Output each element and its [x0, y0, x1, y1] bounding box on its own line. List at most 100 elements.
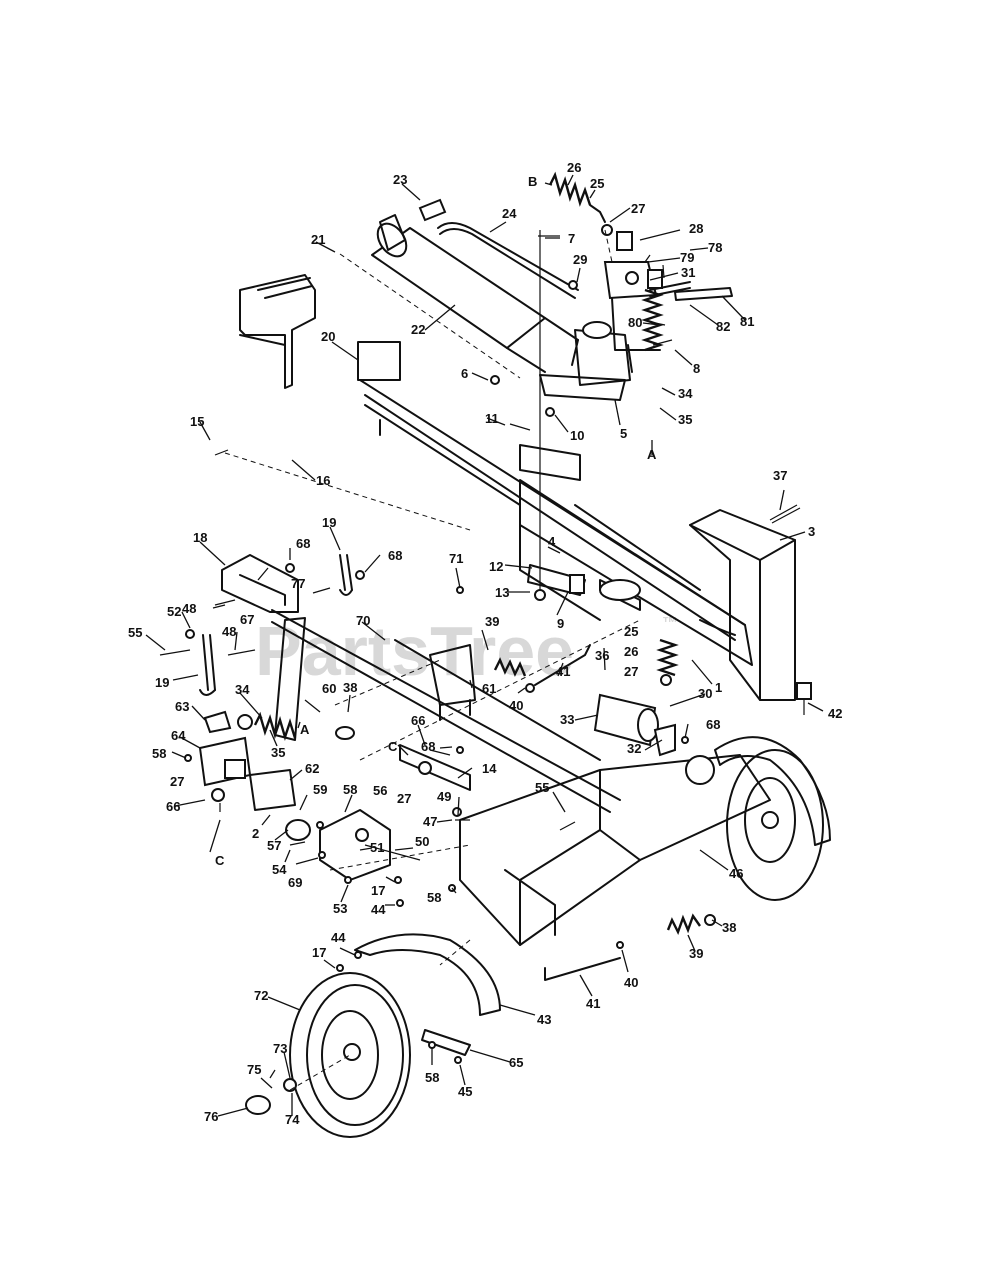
beam-slide-pin	[769, 504, 801, 524]
callout-17-b: 17	[312, 945, 326, 960]
callout-36: 36	[595, 648, 609, 663]
callout-80: 80	[628, 315, 642, 330]
callout-B: B	[528, 174, 537, 189]
callout-C-1: C	[215, 853, 225, 868]
lock-pin-rod-rear	[544, 957, 621, 981]
callout-77: 77	[291, 576, 305, 591]
callout-56: 56	[373, 783, 387, 798]
callout-62: 62	[305, 761, 319, 776]
callout-40-a: 40	[509, 698, 523, 713]
callout-63: 63	[175, 699, 189, 714]
callout-5: 5	[620, 426, 627, 441]
callout-53: 53	[333, 901, 347, 916]
callout-11: 11	[485, 411, 499, 426]
callout-81: 81	[740, 314, 754, 329]
wedge-guide-plate	[527, 564, 586, 596]
callout-41-a: 41	[556, 664, 570, 679]
callout-57: 57	[267, 838, 281, 853]
stand-bracket	[429, 644, 476, 721]
callout-59: 59	[313, 782, 327, 797]
tongue-hitch-bracket	[221, 554, 299, 613]
callout-16: 16	[316, 473, 330, 488]
handle-spring	[493, 657, 527, 677]
callout-22: 22	[411, 322, 425, 337]
callout-39-a: 39	[485, 614, 499, 629]
callout-68-a: 68	[296, 536, 310, 551]
callout-12: 12	[489, 559, 503, 574]
callout-54: 54	[272, 862, 287, 877]
callout-25-a: 25	[590, 176, 604, 191]
callout-70: 70	[356, 613, 370, 628]
callout-78: 78	[708, 240, 722, 255]
callout-50: 50	[415, 834, 429, 849]
callout-18: 18	[193, 530, 207, 545]
callout-34-a: 34	[678, 386, 693, 401]
callout-42: 42	[828, 706, 842, 721]
callout-27-a: 27	[631, 201, 645, 216]
callout-44-a: 44	[371, 902, 386, 917]
callout-3: 3	[808, 524, 815, 539]
callout-58-b: 58	[343, 782, 357, 797]
callout-46: 46	[729, 866, 743, 881]
callout-13: 13	[495, 585, 509, 600]
callout-35-b: 35	[271, 745, 285, 760]
callout-26-a: 26	[567, 160, 581, 175]
callout-27-d: 27	[397, 791, 411, 806]
callout-65: 65	[509, 1055, 523, 1070]
callout-33: 33	[560, 712, 574, 727]
callout-39-b: 39	[689, 946, 703, 961]
callout-6: 6	[461, 366, 468, 381]
callout-38-a: 38	[343, 680, 357, 695]
callout-4: 4	[548, 534, 556, 549]
callout-66-b: 66	[411, 713, 425, 728]
callout-19-a: 19	[322, 515, 336, 530]
callout-leader-lines	[145, 174, 824, 1117]
pressure-hose-a	[203, 710, 297, 742]
callout-10: 10	[570, 428, 584, 443]
safety-chain-right	[339, 554, 353, 596]
elbow-fitting	[601, 224, 633, 251]
callout-34-b: 34	[235, 682, 250, 697]
callout-51: 51	[370, 840, 384, 855]
callout-74: 74	[285, 1112, 300, 1127]
callout-55-a: 55	[128, 625, 142, 640]
callout-23: 23	[393, 172, 407, 187]
callout-58-a: 58	[152, 746, 166, 761]
callout-20: 20	[321, 329, 335, 344]
callout-17-a: 17	[371, 883, 385, 898]
callout-68-b: 68	[388, 548, 402, 563]
callout-47: 47	[423, 814, 437, 829]
fender-bracket	[421, 1029, 471, 1056]
main-beam	[519, 479, 753, 666]
assembly-guide-lines	[224, 229, 641, 1091]
callout-37: 37	[773, 468, 787, 483]
callout-48-a: 48	[182, 601, 196, 616]
pump-coupling	[285, 819, 311, 841]
pump-assembly	[198, 736, 252, 787]
left-wheel	[289, 972, 411, 1138]
callout-60: 60	[322, 681, 336, 696]
callout-76: 76	[204, 1109, 218, 1124]
hub-cap	[245, 1095, 271, 1115]
callout-55-b: 55	[535, 780, 549, 795]
pressure-hose-b	[548, 171, 606, 223]
callout-14: 14	[482, 761, 497, 776]
callout-40-b: 40	[624, 975, 638, 990]
axle-spring	[666, 913, 701, 936]
callout-52: 52	[167, 604, 181, 619]
callout-44-b: 44	[331, 930, 346, 945]
hydraulic-tube	[437, 222, 579, 299]
return-hose-a	[641, 269, 664, 352]
callout-19-b: 19	[155, 675, 169, 690]
callout-41-b: 41	[586, 996, 600, 1011]
right-fender	[714, 736, 831, 846]
valve-handle	[674, 287, 733, 301]
return-filter	[593, 693, 659, 747]
callout-66-a: 66	[166, 799, 180, 814]
callout-43: 43	[537, 1012, 551, 1027]
callout-67: 67	[240, 612, 254, 627]
callout-30: 30	[698, 686, 712, 701]
callout-38-b: 38	[722, 920, 736, 935]
callout-82: 82	[716, 319, 730, 334]
callout-15: 15	[190, 414, 204, 429]
